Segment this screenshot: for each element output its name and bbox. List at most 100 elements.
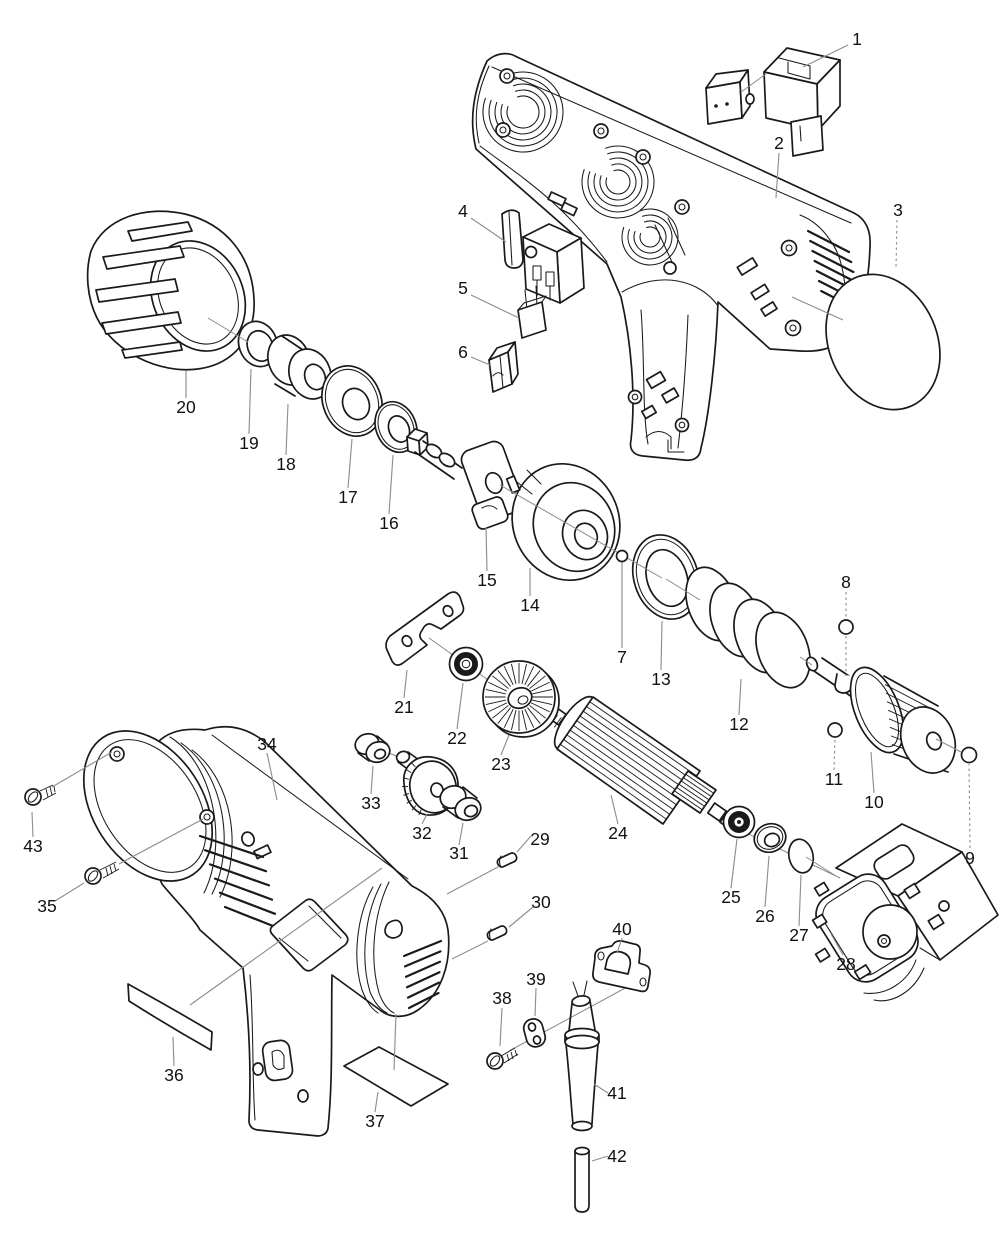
saddle-arc bbox=[599, 163, 637, 201]
part-1-switch-shape bbox=[705, 47, 841, 157]
assembly-axis-lines-over bbox=[207, 73, 844, 877]
part-label-13: 13 bbox=[651, 669, 670, 689]
part-41-cord-guard-shape bbox=[564, 980, 600, 1132]
part-leader-33 bbox=[370, 765, 374, 795]
decor-line bbox=[678, 783, 708, 804]
part-leader-36-1 bbox=[189, 867, 383, 1006]
decor-line bbox=[582, 710, 691, 786]
part-leader-15 bbox=[485, 526, 488, 572]
decor-line bbox=[532, 699, 553, 706]
decor-line bbox=[563, 739, 670, 815]
axis-line-over-2 bbox=[665, 578, 701, 601]
axis-line-over-0 bbox=[207, 317, 249, 343]
part-34-assembled-housing-shape bbox=[82, 726, 450, 1137]
axis-line-over-3 bbox=[799, 656, 813, 666]
gear-teeth-lines bbox=[401, 762, 422, 816]
decor-line bbox=[418, 809, 422, 816]
decor-line bbox=[586, 706, 694, 782]
axis-line-over-1 bbox=[499, 484, 663, 579]
part-leader-43 bbox=[31, 811, 34, 838]
saddle-arc bbox=[587, 151, 649, 213]
ball-8 bbox=[838, 619, 854, 635]
decor-line bbox=[573, 724, 681, 801]
decor-line bbox=[488, 702, 508, 713]
part-label-27: 27 bbox=[789, 925, 808, 945]
decor-line bbox=[488, 681, 508, 692]
decor-line bbox=[404, 960, 442, 978]
part-leader-38 bbox=[499, 1007, 503, 1047]
part-37-label-shape bbox=[343, 1046, 449, 1107]
saddle-arc bbox=[593, 157, 643, 207]
part-leader-19 bbox=[248, 368, 252, 435]
ball-9 bbox=[960, 746, 978, 764]
decor-line bbox=[208, 863, 271, 887]
decor-line bbox=[497, 707, 511, 724]
steel-ball-markers bbox=[615, 549, 978, 764]
commutator-lines bbox=[674, 773, 714, 811]
part-leader-18 bbox=[285, 403, 289, 456]
part-43-screw-shape bbox=[24, 784, 57, 806]
part-leader-36 bbox=[172, 1036, 175, 1067]
armature-lamination-lines bbox=[560, 701, 697, 820]
part-label-1: 1 bbox=[852, 29, 862, 49]
part-36-label-shape bbox=[127, 983, 213, 1051]
part-18-sleeve-shape bbox=[267, 334, 332, 400]
ball-11 bbox=[827, 722, 843, 738]
part-leader-3 bbox=[895, 219, 898, 269]
part-leader-39 bbox=[534, 987, 537, 1017]
part-2-housing-shape bbox=[471, 52, 871, 462]
part-leader-12 bbox=[738, 678, 742, 716]
part-leader-10 bbox=[870, 751, 875, 794]
decor-line bbox=[485, 699, 506, 706]
decor-line bbox=[510, 710, 517, 731]
axis-line-over-6 bbox=[791, 296, 844, 321]
decor-line bbox=[524, 666, 535, 686]
decor-line bbox=[203, 849, 268, 873]
part-label-43: 43 bbox=[23, 836, 42, 856]
part-leader-2 bbox=[775, 152, 780, 199]
part-leader-29 bbox=[516, 835, 532, 853]
part-leader-34 bbox=[266, 752, 278, 801]
part-label-6: 6 bbox=[458, 342, 468, 362]
part-label-31: 31 bbox=[449, 843, 468, 863]
part-label-36: 36 bbox=[164, 1065, 183, 1085]
part-label-24: 24 bbox=[608, 823, 628, 843]
part-label-41: 41 bbox=[607, 1083, 626, 1103]
part-label-18: 18 bbox=[276, 454, 295, 474]
decor-line bbox=[403, 950, 442, 968]
part-label-16: 16 bbox=[379, 513, 398, 533]
part-label-15: 15 bbox=[477, 570, 496, 590]
decor-line bbox=[811, 249, 855, 274]
part-leader-29-1 bbox=[446, 866, 499, 895]
axis-line-over-5 bbox=[740, 73, 767, 93]
decor-line bbox=[521, 663, 528, 684]
decor-line bbox=[569, 729, 677, 806]
part-label-8: 8 bbox=[841, 572, 851, 592]
part-10-spindle-shape bbox=[805, 656, 957, 774]
decor-line bbox=[809, 239, 853, 264]
part-label-26: 26 bbox=[755, 906, 774, 926]
part-label-25: 25 bbox=[721, 887, 740, 907]
decor-line bbox=[674, 790, 703, 811]
part-31-sleeve-shape bbox=[439, 784, 482, 822]
part-leader-35-1 bbox=[118, 818, 204, 865]
part-29-pin-shape bbox=[496, 852, 518, 868]
part-leader-41 bbox=[593, 1083, 609, 1094]
decor-line bbox=[213, 877, 274, 901]
part-24-armature-shape bbox=[553, 695, 739, 833]
part-leader-37-1 bbox=[393, 1013, 397, 1071]
part-17-washer-shape bbox=[321, 365, 383, 437]
decor-line bbox=[530, 681, 550, 692]
saddle-arc bbox=[482, 71, 564, 153]
part-leader-37 bbox=[374, 1091, 379, 1113]
part-leader-13 bbox=[660, 620, 663, 671]
decor-line bbox=[510, 663, 517, 684]
part-label-29: 29 bbox=[530, 829, 549, 849]
part-label-32: 32 bbox=[412, 823, 431, 843]
decor-line bbox=[685, 773, 714, 794]
decor-line bbox=[553, 717, 562, 728]
part-leader-23 bbox=[500, 734, 510, 756]
part-label-9: 9 bbox=[965, 848, 975, 868]
part-leader-17 bbox=[347, 438, 353, 489]
